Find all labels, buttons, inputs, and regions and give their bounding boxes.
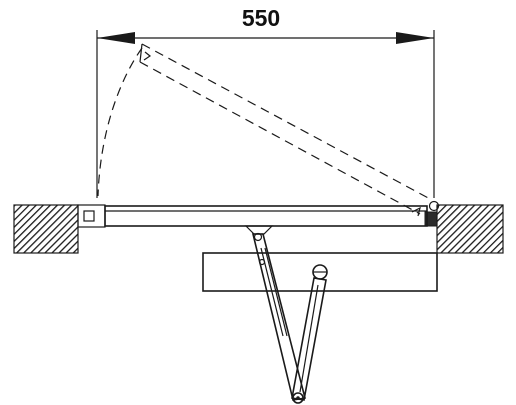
door-open-position	[139, 43, 433, 217]
closer-body	[202, 252, 438, 292]
closer-arm-link-secondary	[291, 277, 327, 401]
right-wall	[436, 204, 504, 254]
closer-arm-link	[251, 232, 306, 401]
dimension-line	[96, 30, 435, 198]
door-swing-arc	[97, 47, 143, 197]
arm-bracket	[244, 225, 274, 235]
arm-elbow-joint	[292, 392, 304, 404]
dimension-arrow-left-icon	[97, 32, 135, 44]
dimension-arrow-right-icon	[396, 32, 434, 44]
right-frame-stop	[424, 211, 438, 227]
dimension-label: 550	[241, 5, 281, 31]
hinge-pivot	[428, 200, 440, 212]
left-wall	[13, 204, 79, 254]
door-leaf-closed	[104, 205, 428, 227]
closer-spindle	[312, 264, 328, 280]
left-frame-stop	[77, 204, 106, 228]
